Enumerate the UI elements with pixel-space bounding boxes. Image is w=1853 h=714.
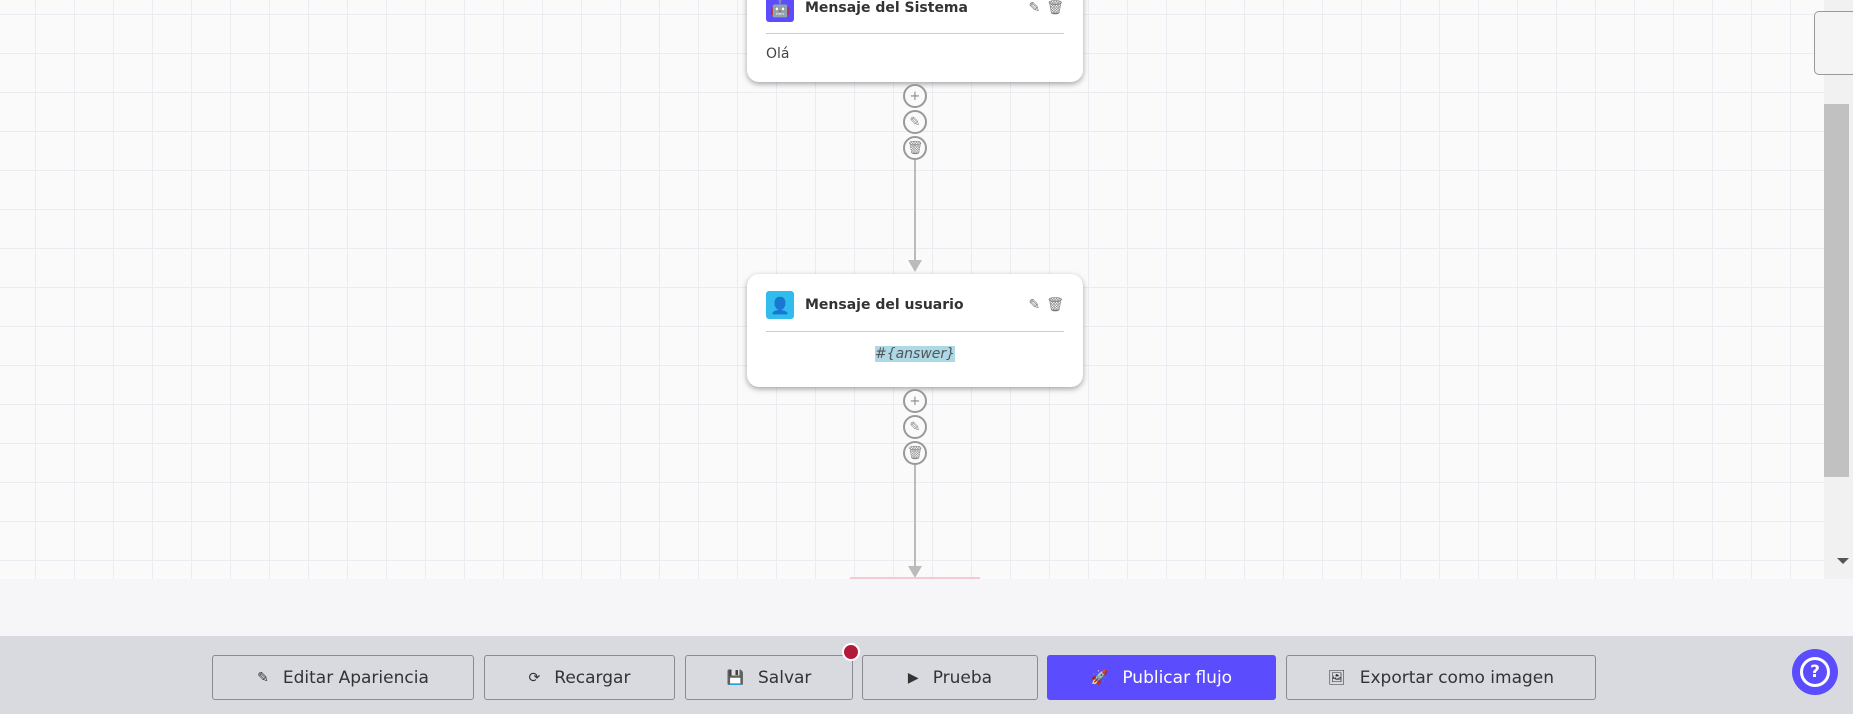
side-panel-toggle[interactable] xyxy=(1814,11,1853,75)
unsaved-indicator xyxy=(842,643,860,661)
node-text: Olá xyxy=(766,46,790,62)
edit-appearance-button[interactable]: ✎ Editar Apariencia xyxy=(212,655,474,700)
add-node-button[interactable]: + xyxy=(903,84,927,108)
edit-icon[interactable]: ✎ xyxy=(1028,0,1041,16)
play-icon: ▶ xyxy=(907,669,919,686)
button-label: Editar Apariencia xyxy=(282,667,429,688)
arrow-icon xyxy=(908,260,922,272)
help-icon: ? xyxy=(1800,657,1830,687)
delete-connection-button[interactable]: 🗑 xyxy=(903,136,927,160)
edit-icon[interactable]: ✎ xyxy=(1028,297,1041,313)
test-button[interactable]: ▶ Prueba xyxy=(862,655,1038,700)
node-system-message[interactable]: 🤖 Mensaje del Sistema ✎ 🗑 Olá xyxy=(747,0,1083,82)
divider xyxy=(766,331,1064,332)
rocket-icon: 🚀 xyxy=(1090,669,1109,686)
scroll-down-icon[interactable] xyxy=(1837,558,1849,564)
save-button[interactable]: 💾 Salvar xyxy=(685,655,853,700)
edit-connection-button[interactable]: ✎ xyxy=(903,415,927,439)
trash-icon[interactable]: 🗑 xyxy=(1046,297,1064,313)
connector-line xyxy=(914,465,916,567)
add-node-button[interactable]: + xyxy=(903,389,927,413)
export-image-button[interactable]: 🖼 Exportar como imagen xyxy=(1286,655,1596,700)
button-label: Publicar flujo xyxy=(1122,667,1233,688)
bottom-toolbar: ✎ Editar Apariencia ⟳ Recargar 💾 Salvar ▶ Pr… xyxy=(0,636,1853,714)
node-user-message[interactable]: 👤 Mensaje del usuario ✎ 🗑 #{answer} xyxy=(747,274,1083,387)
connector-line xyxy=(914,160,916,260)
publish-flow-button[interactable]: 🚀 Publicar flujo xyxy=(1047,655,1276,700)
image-icon: 🖼 xyxy=(1327,669,1346,686)
node-text: #{answer} xyxy=(874,346,956,362)
node-title: Mensaje del Sistema xyxy=(805,0,968,16)
divider xyxy=(766,33,1064,34)
flow-canvas[interactable]: 🤖 Mensaje del Sistema ✎ 🗑 Olá + ✎ 🗑 👤 Me… xyxy=(0,0,1824,579)
button-label: Exportar como imagen xyxy=(1359,667,1555,688)
trash-icon[interactable]: 🗑 xyxy=(1046,0,1064,16)
button-label: Prueba xyxy=(932,667,993,688)
button-label: Salvar xyxy=(758,667,812,688)
save-icon: 💾 xyxy=(726,669,745,686)
button-label: Recargar xyxy=(554,667,631,688)
delete-connection-button[interactable]: 🗑 xyxy=(903,441,927,465)
edit-icon: ✎ xyxy=(257,669,269,686)
robot-icon: 🤖 xyxy=(766,0,794,22)
help-button[interactable]: ? xyxy=(1792,649,1838,695)
edit-connection-button[interactable]: ✎ xyxy=(903,110,927,134)
arrow-icon xyxy=(908,566,922,578)
next-node-edge xyxy=(850,577,980,579)
refresh-icon: ⟳ xyxy=(528,669,541,686)
user-icon: 👤 xyxy=(766,291,794,319)
scrollbar-thumb[interactable] xyxy=(1824,104,1849,477)
reload-button[interactable]: ⟳ Recargar xyxy=(484,655,675,700)
node-title: Mensaje del usuario xyxy=(805,297,964,313)
